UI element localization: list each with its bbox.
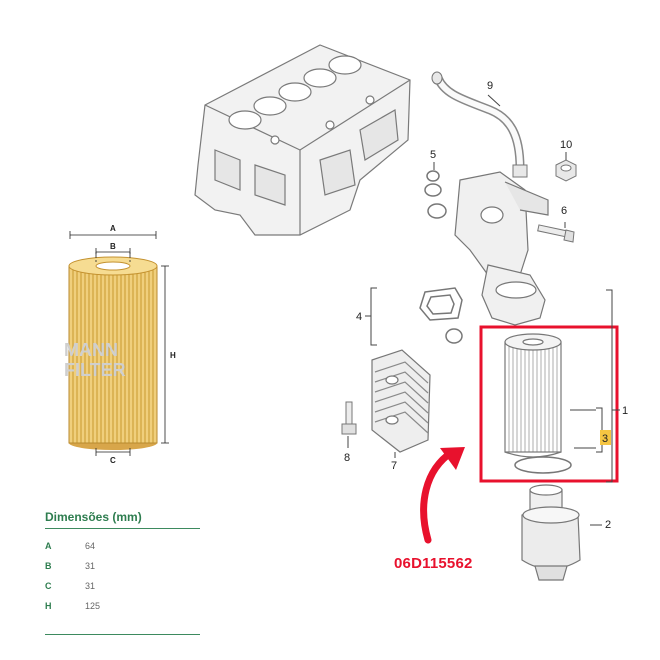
dimensions-top-rule [45,528,200,529]
dimension-key: C [45,581,52,591]
dimension-value: 31 [85,581,96,591]
filter-cap-part-2 [521,484,581,581]
callout-1: 1 [622,405,628,417]
dimensions-title: Dimensões (mm) [45,510,142,524]
dimension-label-a: A [110,224,116,233]
dimension-row: A 64 [45,541,195,555]
dimension-value: 31 [85,561,96,571]
leader-lines [347,94,567,458]
callout-10: 10 [560,139,572,151]
callout-5: 5 [430,149,436,161]
engine-block [194,44,411,236]
highlight-arrowhead [440,447,465,470]
filter-element-part-1 [504,333,562,458]
nut-part-10 [555,159,577,182]
callout-7: 7 [391,460,397,472]
bolt-part-6 [537,224,575,243]
highlight-box [479,325,619,483]
dimension-lines [69,231,169,456]
callout-4: 4 [356,311,362,323]
breather-hose [431,71,528,178]
watermark-line-2: FILTER [64,360,126,380]
callout-6: 6 [561,205,567,217]
callout-2: 2 [605,519,611,531]
dimension-label-b: B [110,242,116,251]
highlight-arrow [420,448,456,544]
dimension-key: B [45,561,52,571]
callout-3-tag [600,430,611,445]
o-rings-part-5 [424,170,447,219]
part-number: 06D115562 [394,555,473,572]
dimension-label-h: H [170,351,176,360]
dimension-row: C 31 [45,581,195,595]
dimension-row: B 31 [45,561,195,575]
watermark-line-1: MANN [64,340,118,360]
dimension-value: 125 [85,601,101,611]
oil-cooler-part-7 [371,349,431,453]
dimension-key: A [45,541,52,551]
bolt-part-8 [341,401,357,435]
callout-8: 8 [344,452,350,464]
gaskets-part-4 [419,287,463,344]
o-ring-part-3 [514,456,572,474]
dimension-row: H 125 [45,601,195,615]
oil-filter-housing [454,171,549,326]
dimension-value: 64 [85,541,96,551]
callout-3: 3 [602,433,608,445]
filter-cartridge-photo [68,256,158,450]
callout-9: 9 [487,80,493,92]
dimensions-bottom-rule [45,634,200,635]
dimension-label-c: C [110,456,116,465]
dimension-key: H [45,601,52,611]
